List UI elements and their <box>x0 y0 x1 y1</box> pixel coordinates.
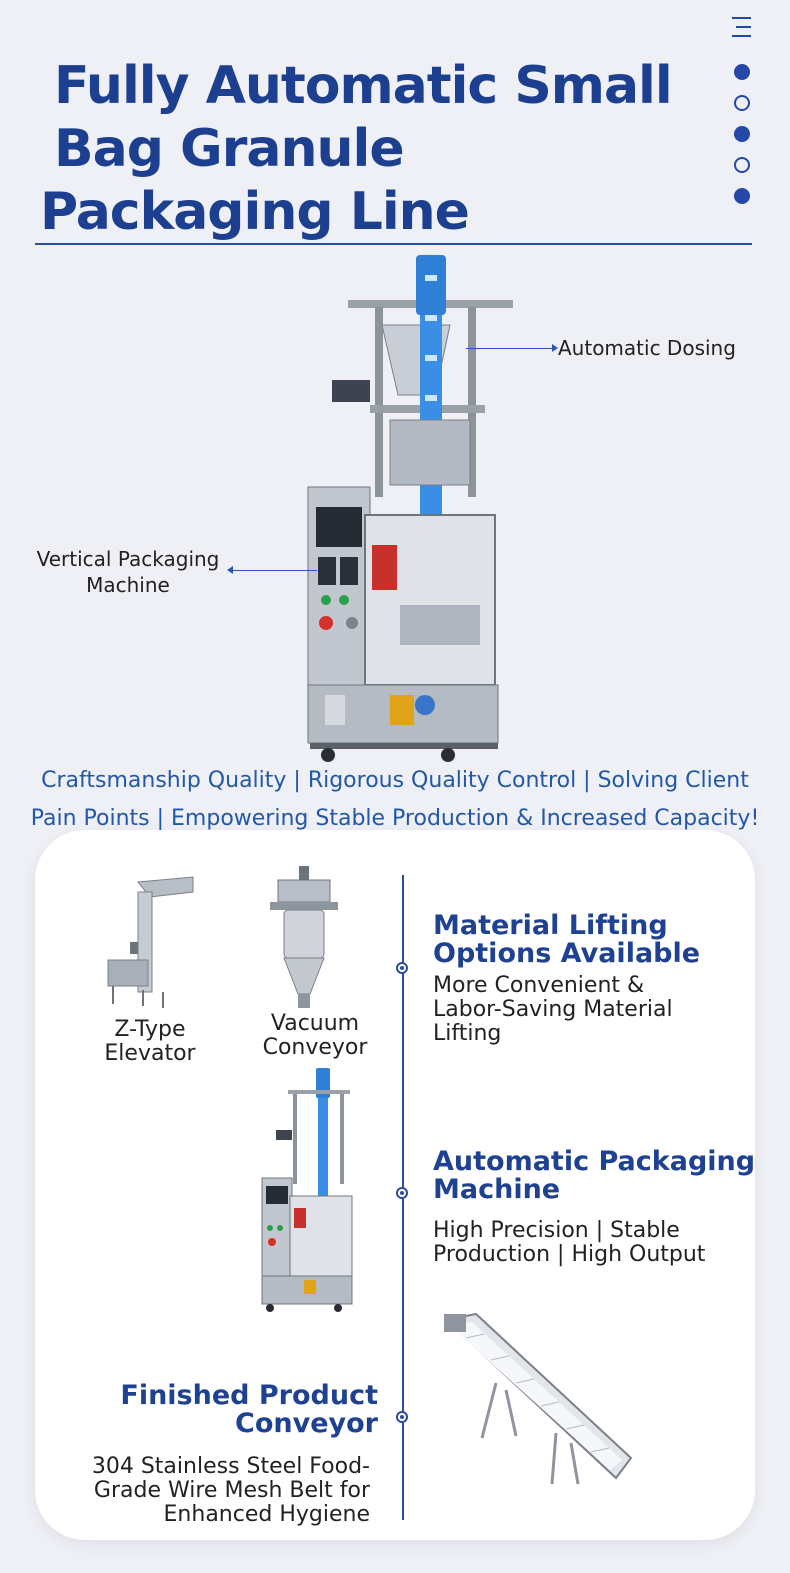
lifting-description: More Convenient & Labor-Saving Material … <box>433 974 673 1046</box>
callout-automatic-dosing: Automatic Dosing <box>558 336 736 360</box>
packaging-desc-line-1: High Precision | Stable <box>433 1218 680 1243</box>
dosing-arrowhead <box>552 344 558 352</box>
callout-vertical-line-1: Vertical Packaging <box>36 547 220 571</box>
conveyor-title-line-2: Conveyor <box>235 1408 378 1439</box>
title-divider <box>35 243 752 245</box>
dot-indicator-2[interactable] <box>734 95 750 111</box>
packaging-desc-line-2: Production | High Output <box>433 1242 706 1267</box>
timeline-node-conveyor <box>396 1411 408 1423</box>
callout-vertical-line-2: Machine <box>86 573 170 597</box>
vacuum-conveyor-image <box>270 866 338 1008</box>
conveyor-desc-line-3: Enhanced Hygiene <box>163 1502 370 1527</box>
elevator-line-2: Elevator <box>104 1041 196 1066</box>
dot-indicator-5[interactable] <box>734 188 750 204</box>
tagline-line-2: Pain Points | Empowering Stable Producti… <box>30 806 760 831</box>
packaging-machine-small-image <box>261 1068 353 1312</box>
conveyor-desc-line-2: Grade Wire Mesh Belt for <box>93 1478 370 1503</box>
z-type-elevator-image <box>107 876 194 1008</box>
vertical-arrowhead <box>227 566 233 574</box>
vertical-packaging-machine-image <box>307 255 513 762</box>
page-title: Fully Automatic Small Bag Granule Packag… <box>40 55 680 244</box>
title-line-1: Fully Automatic Small <box>54 56 673 116</box>
caption-z-type-elevator: Z-Type Elevator <box>85 1018 215 1066</box>
lifting-desc-line-2: Labor-Saving Material <box>433 997 673 1022</box>
packaging-title-line-2: Machine <box>433 1174 561 1205</box>
pagination-dots <box>734 64 754 219</box>
tagline-line-1: Craftsmanship Quality | Rigorous Quality… <box>41 768 749 793</box>
conveyor-description: 304 Stainless Steel Food- Grade Wire Mes… <box>80 1455 370 1527</box>
lifting-desc-line-1: More Convenient & <box>433 973 645 998</box>
vacuum-line-2: Conveyor <box>262 1035 368 1060</box>
packaging-description: High Precision | Stable Production | Hig… <box>433 1219 705 1267</box>
dosing-callout-line <box>466 348 554 349</box>
dot-indicator-1[interactable] <box>734 64 750 80</box>
process-card <box>35 830 755 1540</box>
title-line-2: Bag Granule <box>54 119 405 179</box>
dot-indicator-3[interactable] <box>734 126 750 142</box>
timeline-node-packaging <box>396 1187 408 1199</box>
lifting-title-line-2: Options Available <box>433 938 701 969</box>
tagline: Craftsmanship Quality | Rigorous Quality… <box>0 762 790 838</box>
vacuum-line-1: Vacuum <box>270 1011 360 1036</box>
timeline-node-lifting <box>396 962 408 974</box>
packaging-title-line-1: Automatic Packaging <box>433 1146 756 1177</box>
callout-vertical-packaging: Vertical Packaging Machine <box>30 546 226 598</box>
conveyor-desc-line-1: 304 Stainless Steel Food- <box>91 1454 370 1479</box>
elevator-line-1: Z-Type <box>114 1017 186 1042</box>
lifting-title-line-1: Material Lifting <box>433 910 668 941</box>
conveyor-title-line-1: Finished Product <box>120 1380 378 1411</box>
menu-icon[interactable] <box>729 16 753 38</box>
lifting-title: Material Lifting Options Available <box>433 912 700 968</box>
conveyor-title: Finished Product Conveyor <box>120 1382 378 1438</box>
packaging-title: Automatic Packaging Machine <box>433 1148 755 1204</box>
caption-vacuum-conveyor: Vacuum Conveyor <box>250 1012 380 1060</box>
title-line-3: Packaging Line <box>40 182 470 242</box>
dot-indicator-4[interactable] <box>734 157 750 173</box>
lifting-desc-line-3: Lifting <box>433 1021 502 1046</box>
vertical-callout-line <box>232 570 317 571</box>
finished-product-conveyor-image <box>443 1312 633 1485</box>
